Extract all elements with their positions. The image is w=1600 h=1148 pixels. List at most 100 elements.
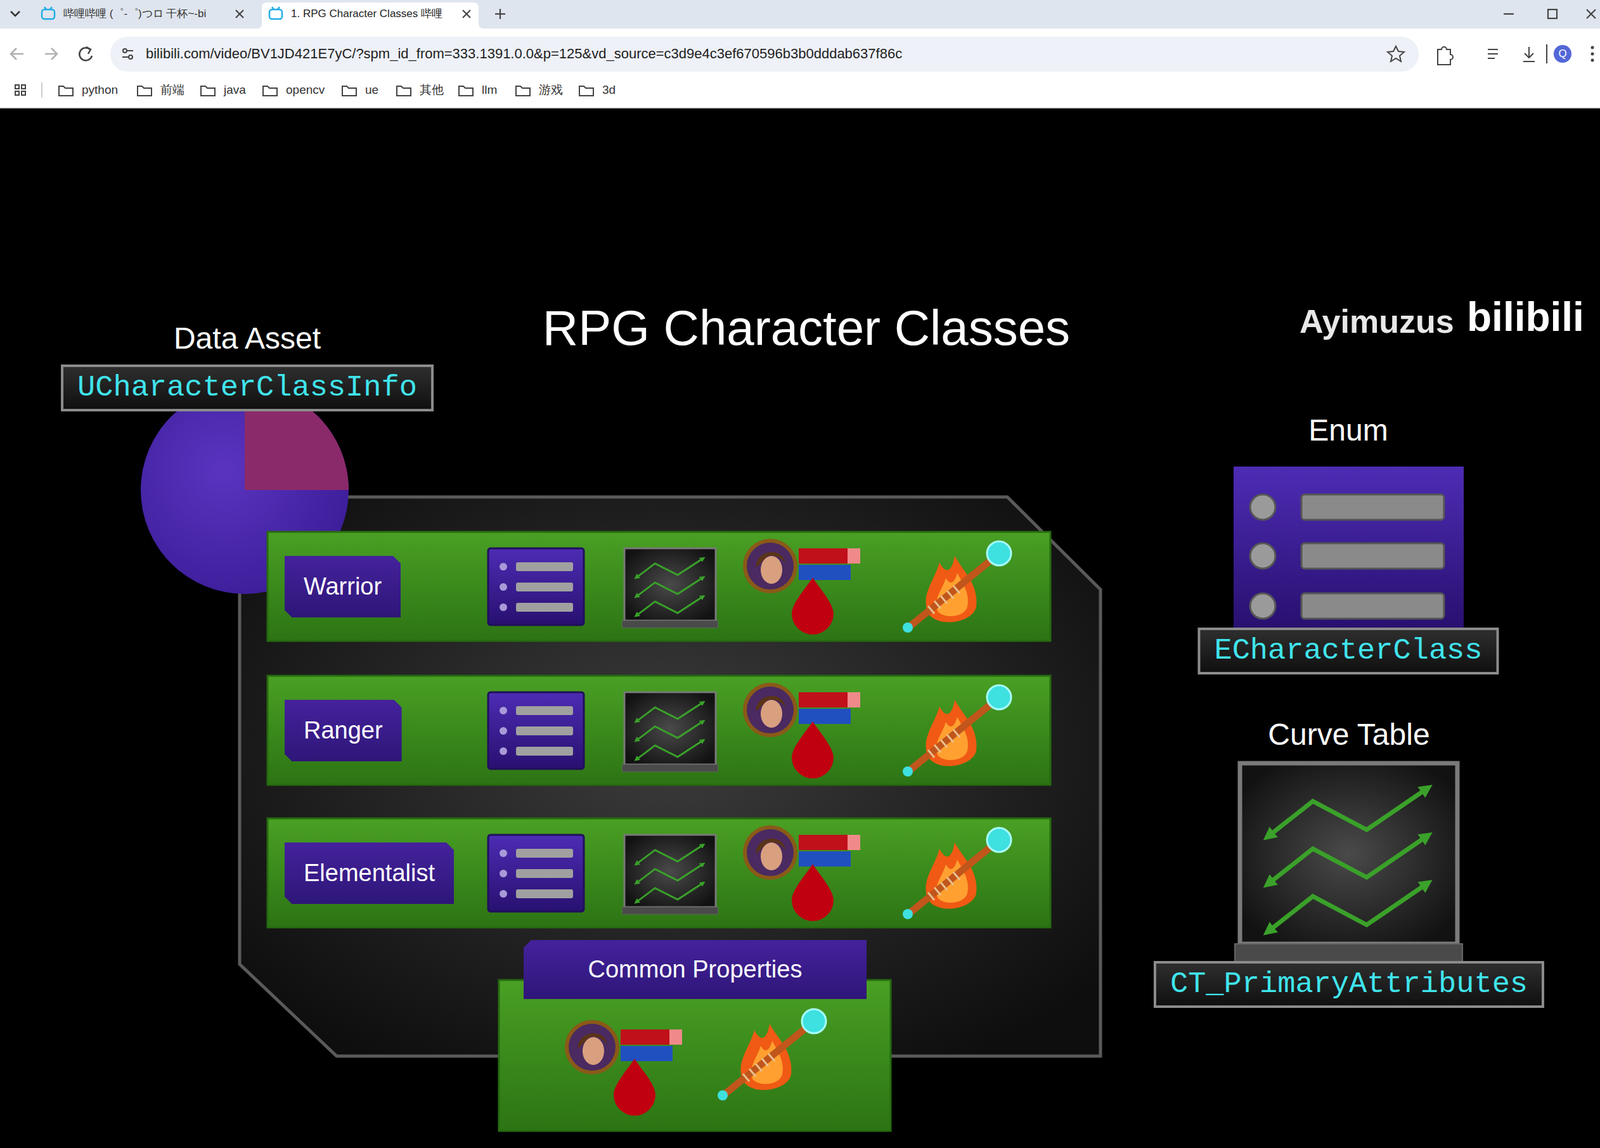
- browser-chrome: [256, 2, 484, 29]
- asset-box: Data AssetUCharacterClassInfo: [48, 320, 447, 413]
- browser-chrome: [1503, 13, 1514, 15]
- browser-chrome: [235, 10, 244, 18]
- browser-chrome: [1586, 9, 1596, 19]
- enum-icon: [1250, 494, 1276, 520]
- browser-chrome: [458, 86, 473, 96]
- class-tag: Ranger: [284, 699, 402, 762]
- browser-chrome: [1528, 46, 1530, 58]
- browser-chrome: [15, 84, 26, 96]
- video-ground: [0, 109, 1600, 1148]
- browser-chrome: [58, 86, 73, 96]
- browser-chrome: [86, 46, 91, 54]
- browser-chrome: [516, 86, 530, 96]
- browser-chrome: [51, 48, 58, 60]
- browser-chrome: [1586, 9, 1596, 19]
- browser-chrome: [1487, 48, 1498, 51]
- bookmark-folder: java: [223, 83, 246, 98]
- browser-chrome: [1387, 46, 1405, 62]
- browser-chrome: [41, 9, 55, 20]
- green-band: [498, 980, 891, 1131]
- box-heading: Data Asset: [48, 320, 447, 357]
- class-row: Warrior: [267, 531, 1051, 641]
- browser-chrome: [21, 91, 26, 96]
- illustration: [1234, 763, 1463, 962]
- enum-icon: [1301, 593, 1445, 619]
- address-url: bilibili.com/video/BV1JD421E7yC/?spm_id_…: [145, 45, 903, 63]
- green-band: [267, 675, 1051, 785]
- bookmark-folder: 3d: [602, 83, 616, 98]
- browser-chrome: [396, 86, 411, 96]
- browser-chrome: [499, 8, 501, 20]
- class-name-box: ECharacterClass: [1197, 627, 1499, 675]
- browser-chrome: [342, 86, 357, 96]
- box-heading: Enum: [1176, 412, 1521, 449]
- browser-chrome: [0, 28, 1600, 108]
- browser-chrome: [15, 91, 20, 96]
- browser-chrome: [1487, 57, 1495, 59]
- browser-chrome: [462, 10, 471, 18]
- browser-chrome: [50, 6, 52, 10]
- class-tag: Elementalist: [284, 842, 454, 904]
- class-name-box: UCharacterClassInfo: [60, 364, 434, 412]
- watermark-logo: bilibili: [1466, 292, 1585, 342]
- illustration: [488, 538, 1012, 635]
- browser-chrome: [1437, 46, 1453, 65]
- browser-chrome: [0, 0, 1600, 29]
- bookmark-folder: 前端: [160, 83, 185, 98]
- browser-chrome: [462, 10, 471, 18]
- browser-chrome: [10, 48, 17, 60]
- browser-chrome: [21, 84, 26, 89]
- browser-chrome: [10, 48, 58, 60]
- browser-chrome: [1487, 53, 1498, 55]
- browser-chrome: [110, 36, 1419, 72]
- browser-chrome: [263, 86, 278, 96]
- asset-box: Curve TableCT_PrimaryAttributes: [1138, 716, 1560, 1010]
- class-name-box: CT_PrimaryAttributes: [1153, 961, 1545, 1008]
- diagram-title: RPG Character Classes: [542, 298, 1071, 359]
- browser-chrome: [122, 48, 127, 53]
- browser-chrome: [45, 53, 58, 56]
- green-band: [267, 531, 1051, 1131]
- illustration: [717, 1009, 826, 1101]
- browser-chrome: [44, 6, 47, 10]
- illustration: [488, 682, 1012, 779]
- browser-chrome: [277, 6, 280, 10]
- bookmark-folder: ue: [365, 83, 379, 98]
- bookmark-folder: 游戏: [538, 83, 563, 98]
- browser-chrome: [122, 44, 1547, 65]
- browser-chrome: [1591, 58, 1595, 63]
- class-row: Ranger: [267, 675, 1051, 785]
- bookmark-folder: llm: [481, 83, 497, 98]
- enum-icon: [1250, 593, 1276, 619]
- profile-avatar: Q: [1558, 47, 1567, 61]
- browser-chrome: [269, 9, 283, 20]
- enum-icon: [1233, 466, 1464, 628]
- browser-chrome: [41, 82, 43, 98]
- illustration: [564, 1019, 683, 1116]
- box-heading: Curve Table: [1138, 716, 1560, 754]
- browser-chrome: [1591, 46, 1595, 50]
- browser-tab-title: 1. RPG Character Classes 哔哩: [290, 7, 443, 21]
- data-asset-panel: [239, 496, 1101, 1057]
- enum-icon: [1301, 543, 1445, 569]
- section-tab: Common Properties: [523, 940, 867, 1000]
- browser-chrome: [0, 0, 1600, 108]
- browser-chrome: [0, 107, 1600, 109]
- browser-chrome: [1591, 52, 1595, 56]
- green-band: [267, 531, 1051, 641]
- browser-chrome: [1523, 60, 1535, 63]
- browser-chrome: [235, 10, 244, 18]
- browser-chrome: [10, 11, 20, 16]
- enum-icon: [1250, 543, 1276, 569]
- browser-chrome: [137, 86, 152, 96]
- asset-box: EnumECharacterClass: [1176, 412, 1521, 676]
- browser-chrome: [128, 55, 133, 59]
- enum-icon: [1301, 494, 1445, 520]
- browser-chrome: [200, 86, 215, 96]
- browser-chrome: [271, 6, 274, 10]
- green-band: [267, 818, 1051, 928]
- browser-chrome: [579, 86, 594, 96]
- bookmark-folder: python: [81, 83, 118, 98]
- browser-chrome: [1548, 9, 1557, 19]
